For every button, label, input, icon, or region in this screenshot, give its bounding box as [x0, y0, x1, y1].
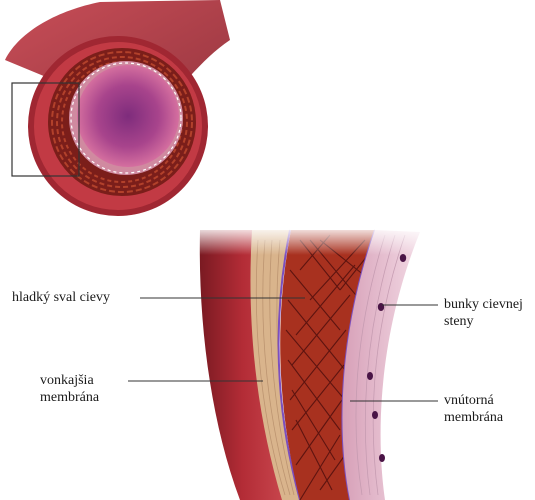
label-inner-membrane: vnútorná membrána: [444, 392, 503, 426]
label-inner-membrane-line2: membrána: [444, 409, 503, 426]
wall-section: [195, 225, 425, 500]
label-wall-cells-line1: bunky cievnej: [444, 296, 523, 313]
label-outer-membrane: vonkajšia membrána: [40, 372, 99, 406]
label-wall-cells-line2: steny: [444, 313, 523, 330]
label-inner-membrane-line1: vnútorná: [444, 392, 503, 409]
label-smooth-muscle: hladký sval cievy: [12, 289, 110, 306]
vessel-cross-section: [5, 0, 230, 216]
label-wall-cells: bunky cievnej steny: [444, 296, 523, 330]
label-outer-membrane-line2: membrána: [40, 389, 99, 406]
label-outer-membrane-line1: vonkajšia: [40, 372, 99, 389]
label-smooth-muscle-line1: hladký sval cievy: [12, 289, 110, 306]
